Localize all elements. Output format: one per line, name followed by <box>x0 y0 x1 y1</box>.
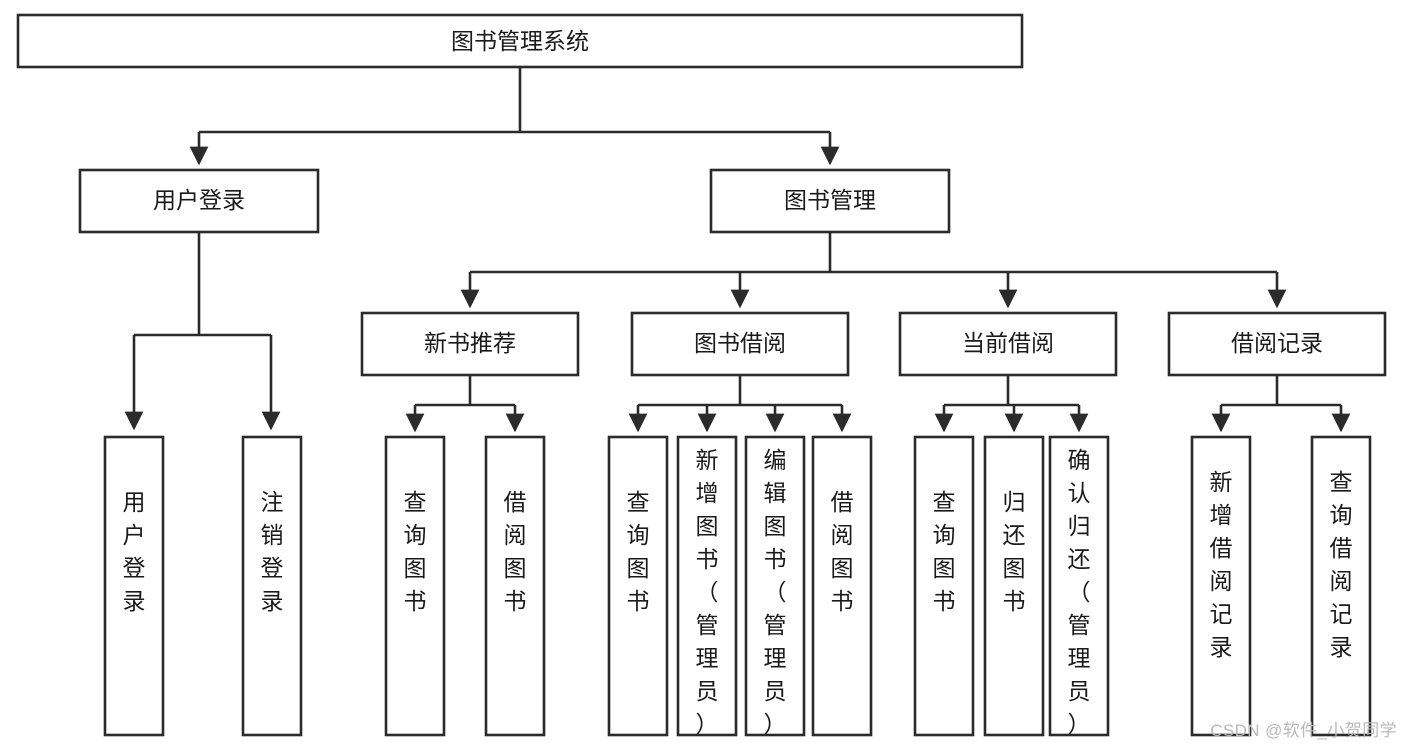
node-book-borrow-box[interactable] <box>630 311 850 377</box>
edge-group <box>124 67 1351 433</box>
node-current-borrow[interactable]: 当前借阅 <box>898 311 1118 377</box>
node-leaf-confirm-return[interactable]: 确认归还（管理员） <box>1048 435 1110 737</box>
node-new-book-recommend-box[interactable] <box>360 311 580 377</box>
node-leaf-query-record[interactable]: 查询借阅记录 <box>1310 435 1372 737</box>
node-leaf-query-book-1[interactable]: 查询图书 <box>384 435 446 737</box>
node-leaf-add-book[interactable]: 新增图书（管理员） <box>676 435 738 737</box>
node-leaf-confirm-return-box[interactable] <box>1048 435 1110 737</box>
node-root-box[interactable] <box>16 13 1024 69</box>
node-user-login[interactable]: 用户登录 <box>78 168 320 234</box>
node-leaf-borrow-book-2[interactable]: 借阅图书 <box>811 435 873 737</box>
node-leaf-query-book-2-label: 查询图书 <box>627 489 650 614</box>
node-book-management-label: 图书管理 <box>784 187 876 213</box>
node-leaf-query-record-label: 查询借阅记录 <box>1330 469 1353 660</box>
node-leaf-borrow-book-2-label: 借阅图书 <box>831 489 854 614</box>
node-leaf-query-book-3-box[interactable] <box>913 435 975 737</box>
node-leaf-add-book-label: 新增图书（管理员） <box>696 447 719 737</box>
node-leaf-borrow-book-1[interactable]: 借阅图书 <box>484 435 546 737</box>
node-borrow-record[interactable]: 借阅记录 <box>1167 311 1387 377</box>
csdn-watermark: CSDN @软件_小贺同学 <box>1210 721 1397 740</box>
node-leaf-logout-login-box[interactable] <box>241 435 303 737</box>
node-leaf-query-record-box[interactable] <box>1310 435 1372 737</box>
node-borrow-record-label: 借阅记录 <box>1231 330 1323 356</box>
node-leaf-query-book-1-label: 查询图书 <box>404 489 427 614</box>
node-leaf-edit-book[interactable]: 编辑图书（管理员） <box>744 435 806 737</box>
node-leaf-user-login-box[interactable] <box>103 435 165 737</box>
node-leaf-logout-login[interactable]: 注销登录 <box>241 435 303 737</box>
node-leaf-return-book-box[interactable] <box>983 435 1045 737</box>
node-root-label: 图书管理系统 <box>451 28 589 54</box>
node-leaf-user-login-label: 用户登录 <box>123 489 146 614</box>
node-borrow-record-box[interactable] <box>1167 311 1387 377</box>
node-book-borrow[interactable]: 图书借阅 <box>630 311 850 377</box>
node-leaf-query-book-2[interactable]: 查询图书 <box>607 435 669 737</box>
node-current-borrow-label: 当前借阅 <box>962 330 1054 356</box>
node-book-management[interactable]: 图书管理 <box>709 168 951 234</box>
node-leaf-logout-login-label: 注销登录 <box>261 489 284 614</box>
node-user-login-box[interactable] <box>78 168 320 234</box>
node-leaf-return-book-label: 归还图书 <box>1003 489 1026 614</box>
node-leaf-query-book-3-label: 查询图书 <box>933 489 956 614</box>
node-leaf-return-book[interactable]: 归还图书 <box>983 435 1045 737</box>
node-leaf-add-book-box[interactable] <box>676 435 738 737</box>
node-leaf-confirm-return-label: 确认归还（管理员） <box>1068 447 1091 737</box>
node-leaf-query-book-3[interactable]: 查询图书 <box>913 435 975 737</box>
node-leaf-query-book-1-box[interactable] <box>384 435 446 737</box>
node-leaf-add-record-box[interactable] <box>1190 435 1252 737</box>
node-book-management-box[interactable] <box>709 168 951 234</box>
node-current-borrow-box[interactable] <box>898 311 1118 377</box>
node-new-book-recommend-label: 新书推荐 <box>424 330 516 356</box>
node-leaf-user-login[interactable]: 用户登录 <box>103 435 165 737</box>
node-leaf-query-book-2-box[interactable] <box>607 435 669 737</box>
node-leaf-add-record[interactable]: 新增借阅记录 <box>1190 435 1252 737</box>
node-leaf-edit-book-box[interactable] <box>744 435 806 737</box>
node-leaf-borrow-book-1-box[interactable] <box>484 435 546 737</box>
node-leaf-borrow-book-1-label: 借阅图书 <box>504 489 527 614</box>
node-leaf-borrow-book-2-box[interactable] <box>811 435 873 737</box>
node-leaf-add-record-label: 新增借阅记录 <box>1210 469 1233 660</box>
node-user-login-label: 用户登录 <box>153 187 245 213</box>
node-root[interactable]: 图书管理系统 <box>16 13 1024 69</box>
node-new-book-recommend[interactable]: 新书推荐 <box>360 311 580 377</box>
node-leaf-edit-book-label: 编辑图书（管理员） <box>764 447 787 737</box>
node-book-borrow-label: 图书借阅 <box>694 330 786 356</box>
